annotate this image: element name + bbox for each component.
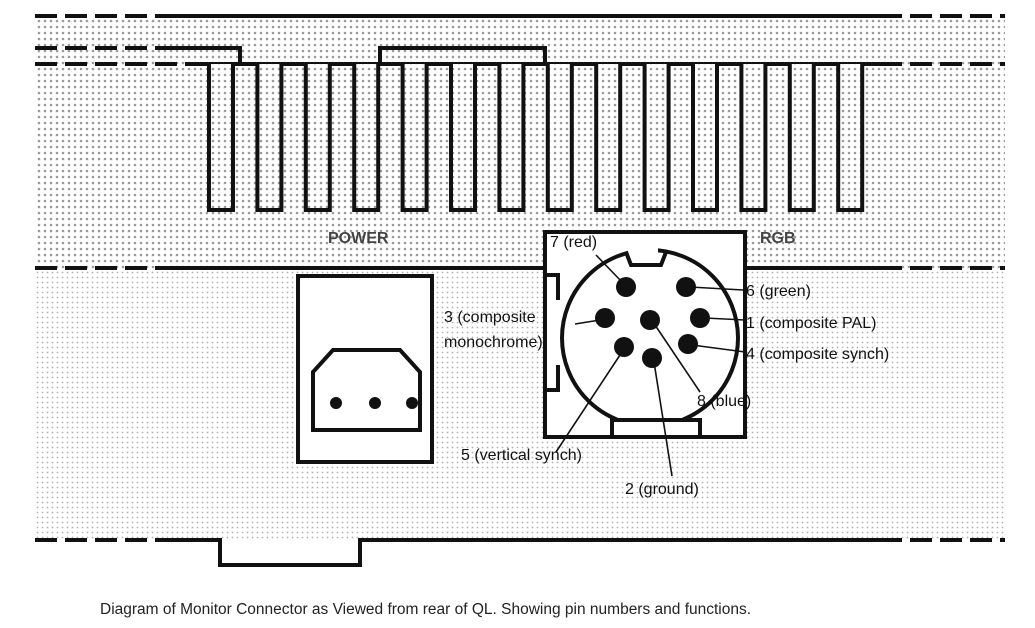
fin [594, 64, 623, 212]
figure-caption: Diagram of Monitor Connector as Viewed f… [100, 601, 752, 618]
fin [303, 64, 332, 212]
fin [787, 64, 816, 212]
pin-3 [595, 308, 615, 328]
fin [255, 64, 284, 212]
pin7-label: 7 (red) [550, 234, 597, 251]
pin-1 [690, 308, 710, 328]
pin-2 [642, 348, 662, 368]
power-label: POWER [328, 230, 389, 247]
pin8-label: 8 (blue) [697, 393, 751, 410]
lower-casing [35, 268, 1005, 540]
fin [352, 64, 381, 212]
pin-6 [676, 277, 696, 297]
leader-lines [555, 254, 746, 477]
fin [836, 64, 865, 212]
rgb-label: RGB [760, 230, 796, 247]
cooling-fins [207, 64, 865, 212]
fin [497, 64, 526, 212]
pin3-label-line1: 3 (composite [444, 309, 536, 326]
pin2-label: 2 (ground) [625, 481, 699, 498]
fin [449, 64, 477, 212]
power-socket [296, 274, 434, 464]
fin [691, 64, 719, 212]
pin-4 [678, 334, 698, 354]
rgb-connector [543, 230, 747, 439]
fin [642, 64, 671, 212]
pin4-label: 4 (composite synch) [746, 346, 889, 363]
pin5-label: 5 (vertical synch) [461, 447, 582, 464]
pin6-label: 6 (green) [746, 283, 811, 300]
fin [739, 64, 768, 212]
fin [400, 64, 429, 212]
fin [545, 64, 574, 212]
connector-pins [595, 277, 710, 368]
pin1-label: 1 (composite PAL) [746, 315, 876, 332]
pin-5 [614, 337, 634, 357]
pin3-label-line2: monochrome) [444, 334, 543, 351]
fin [207, 64, 235, 212]
